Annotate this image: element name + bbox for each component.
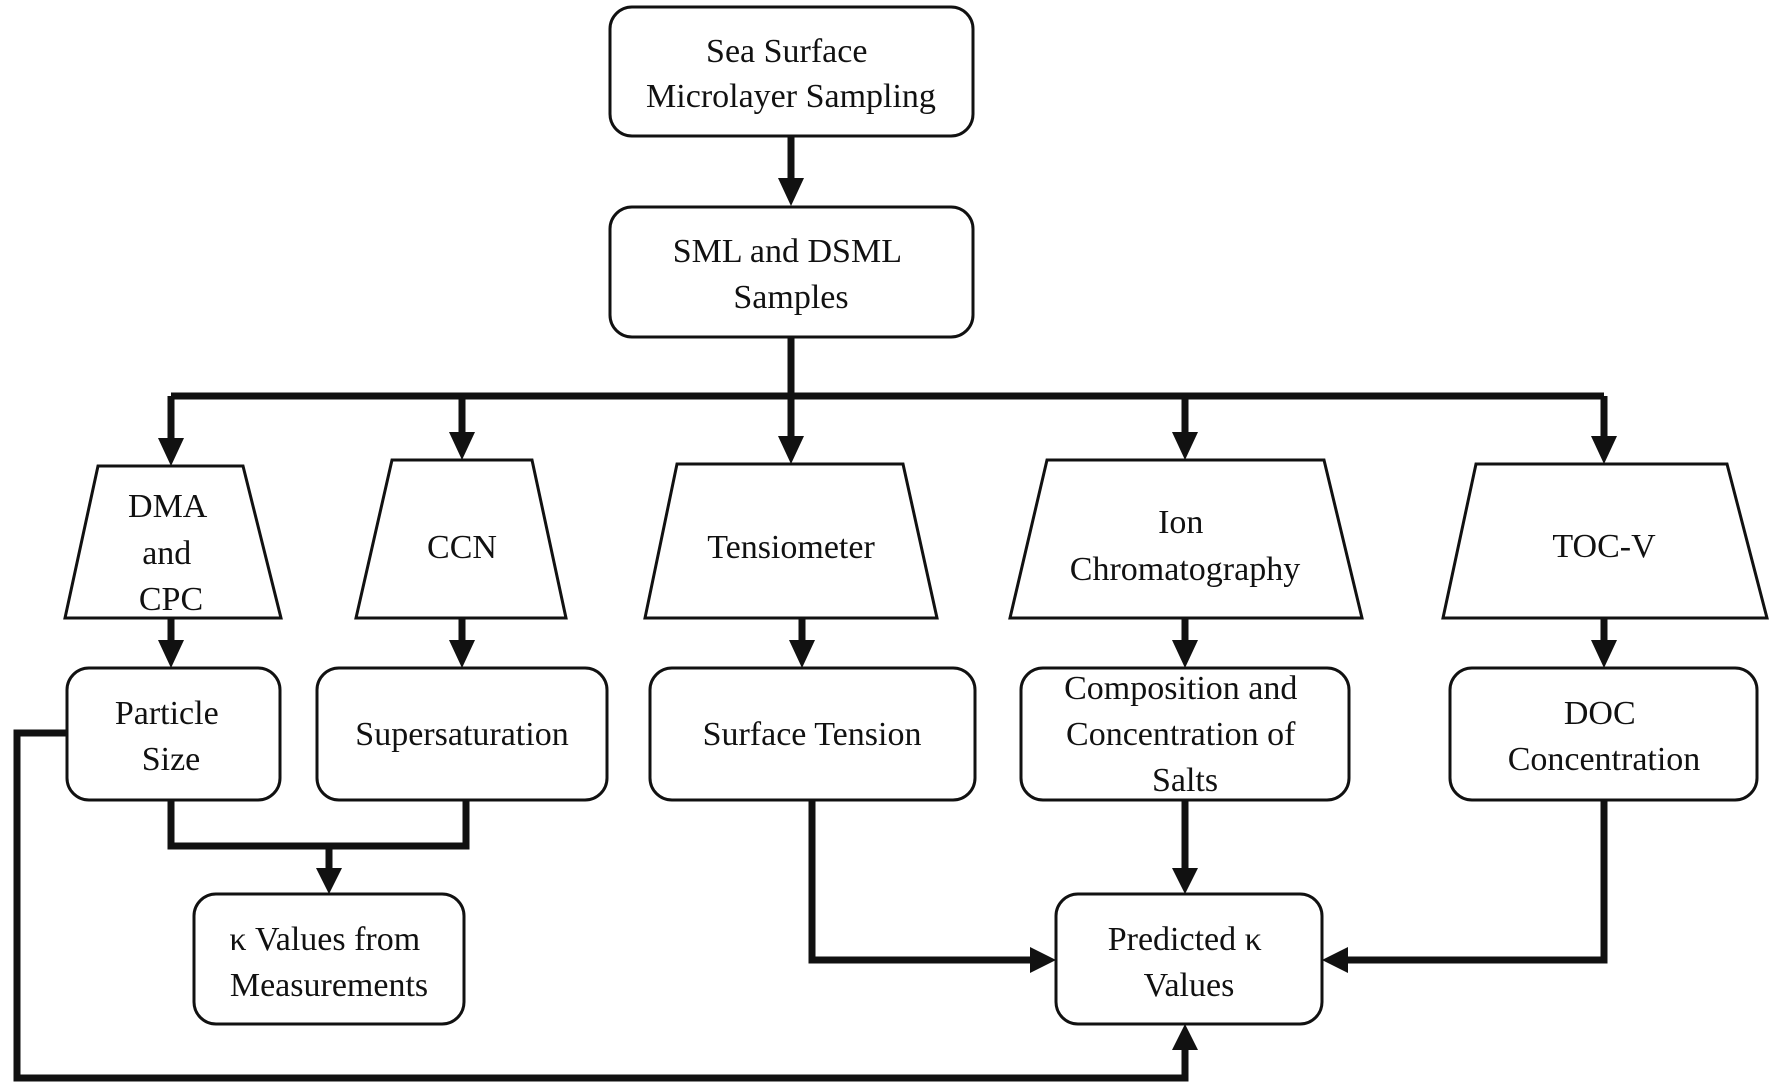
node-supersaturation-label: Supersaturation [355, 716, 568, 753]
arrowhead-surface [789, 640, 815, 668]
node-tensiometer-label: Tensiometer [707, 529, 875, 566]
node-ion-chromatography: Ion Chromatography [1008, 458, 1364, 620]
node-predicted-kappa-label: Predicted κ Values [1108, 921, 1271, 1004]
node-composition-salts-label: Composition and Concentration of Salts [1064, 670, 1306, 799]
arrowhead-doc [1591, 640, 1617, 668]
connector-doc-to-predicted [1348, 800, 1608, 964]
arrowhead-ion [1172, 432, 1198, 460]
connector-surface-to-predicted [808, 800, 1030, 964]
connectors [13, 137, 1608, 1082]
node-samples: SML and DSML Samples [608, 205, 975, 339]
node-particle-size-label: Particle Size [115, 695, 227, 778]
arrowhead-tensiometer [778, 436, 804, 464]
arrowhead-predicted-from-surface [1030, 947, 1056, 973]
node-toc-v: TOC-V [1441, 462, 1769, 620]
node-supersaturation: Supersaturation [315, 666, 609, 802]
arrowhead-particle [158, 640, 184, 668]
node-surface-tension: Surface Tension [648, 666, 977, 802]
arrowhead-predicted-from-doc [1322, 947, 1348, 973]
node-dma-cpc: DMA and CPC [63, 464, 283, 620]
arrowhead-toc [1591, 436, 1617, 464]
node-ccn: CCN [354, 458, 568, 620]
arrowhead-samples [778, 178, 804, 206]
node-composition-salts: Composition and Concentration of Salts [1019, 666, 1351, 802]
arrowheads [158, 178, 1617, 1050]
node-samples-label: SML and DSML Samples [673, 233, 909, 316]
node-predicted-kappa: Predicted κ Values [1054, 892, 1324, 1026]
node-sampling: Sea Surface Microlayer Sampling [608, 5, 975, 138]
node-ccn-label: CCN [427, 529, 497, 566]
arrowhead-dma [158, 438, 184, 466]
node-doc-concentration: DOC Concentration [1448, 666, 1759, 802]
node-sampling-label: Sea Surface Microlayer Sampling [646, 33, 936, 115]
arrowhead-predicted-from-particle [1172, 1024, 1198, 1050]
connector-particle-loop-to-predicted [13, 729, 1189, 1082]
arrowhead-predicted-from-composition [1172, 868, 1198, 894]
arrowhead-kappa-measurements [316, 868, 342, 894]
arrowhead-ccn [449, 432, 475, 460]
node-kappa-measurements-label: κ Values from Measurements [229, 921, 428, 1004]
node-doc-concentration-label: DOC Concentration [1508, 695, 1701, 778]
node-tensiometer: Tensiometer [643, 462, 939, 620]
connector-particle-supersat-to-kappa [167, 800, 470, 868]
arrowhead-composition [1172, 640, 1198, 668]
node-kappa-measurements: κ Values from Measurements [192, 892, 466, 1026]
node-dma-cpc-label: DMA and CPC [128, 488, 214, 618]
arrowhead-supersat [449, 640, 475, 668]
node-toc-v-label: TOC-V [1552, 528, 1656, 565]
node-surface-tension-label: Surface Tension [703, 716, 922, 753]
node-particle-size: Particle Size [65, 666, 282, 802]
node-ion-chromatography-label: Ion Chromatography [1070, 504, 1300, 588]
